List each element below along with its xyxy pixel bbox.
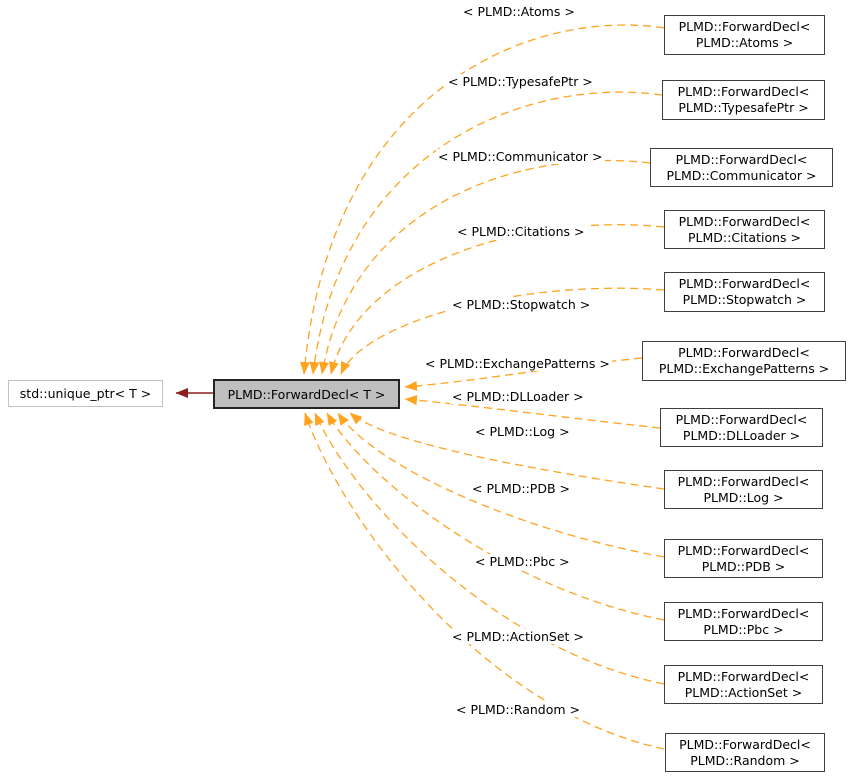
instance-label-line2: PLMD::Log > bbox=[703, 489, 784, 505]
instance-label-line2: PLMD::DLLoader > bbox=[682, 427, 801, 443]
template-instantiation-edge-typesafeptr bbox=[309, 91, 663, 375]
node-forwarddecl-random[interactable]: PLMD::ForwardDecl< PLMD::Random > bbox=[665, 733, 825, 772]
instance-label-line1: PLMD::ForwardDecl< bbox=[677, 473, 810, 489]
edge-template-args-label: < PLMD::TypesafePtr > bbox=[446, 74, 595, 89]
node-forwarddecl-stopwatch[interactable]: PLMD::ForwardDecl< PLMD::Stopwatch > bbox=[664, 272, 825, 312]
instance-label-line1: PLMD::ForwardDecl< bbox=[675, 151, 808, 167]
instance-label-line2: PLMD::Atoms > bbox=[695, 35, 794, 50]
template-instantiation-edge-citations bbox=[328, 224, 665, 375]
edge-template-args-label: < PLMD::Pbc > bbox=[473, 554, 572, 569]
edge-template-args-label: < PLMD::Log > bbox=[473, 424, 572, 439]
instance-label-line2: PLMD::Stopwatch > bbox=[682, 292, 807, 307]
template-instantiation-edge-dlloader bbox=[404, 395, 661, 429]
instance-label-line1: PLMD::ForwardDecl< bbox=[675, 411, 808, 427]
instance-label-line2: PLMD::ExchangePatterns > bbox=[658, 361, 830, 376]
instance-label-line2: PLMD::TypesafePtr > bbox=[678, 100, 809, 115]
node-forwarddecl-communicator[interactable]: PLMD::ForwardDecl< PLMD::Communicator > bbox=[650, 148, 833, 187]
instance-label-line2: PLMD::Communicator > bbox=[666, 167, 817, 183]
instance-label-line2: PLMD::Pbc > bbox=[703, 621, 784, 637]
template-instantiation-edge-random bbox=[304, 412, 665, 750]
edge-template-args-label: < PLMD::Citations > bbox=[455, 224, 587, 239]
edge-template-args-label: < PLMD::Stopwatch > bbox=[450, 297, 593, 312]
instance-label-line2: PLMD::PDB > bbox=[701, 558, 786, 574]
instance-label-line2: PLMD::Random > bbox=[690, 752, 800, 768]
node-forwarddecl-typesafeptr[interactable]: PLMD::ForwardDecl< PLMD::TypesafePtr > bbox=[662, 80, 825, 120]
node-forwarddecl-actionset[interactable]: PLMD::ForwardDecl< PLMD::ActionSet > bbox=[664, 665, 823, 704]
instance-label-line2: PLMD::Citations > bbox=[687, 229, 801, 245]
instance-label-line2: PLMD::ActionSet > bbox=[684, 684, 803, 700]
edge-template-args-label: < PLMD::Communicator > bbox=[436, 149, 605, 164]
instance-label-line1: PLMD::ForwardDecl< bbox=[678, 276, 811, 291]
instance-label-line1: PLMD::ForwardDecl< bbox=[677, 605, 810, 621]
node-std-unique-ptr[interactable]: std::unique_ptr< T > bbox=[8, 380, 163, 407]
edge-template-args-label: < PLMD::Atoms > bbox=[461, 4, 577, 19]
node-forwarddecl-dlloader[interactable]: PLMD::ForwardDecl< PLMD::DLLoader > bbox=[660, 408, 823, 447]
node-forwarddecl-citations[interactable]: PLMD::ForwardDecl< PLMD::Citations > bbox=[664, 210, 825, 249]
node-plmd-forwarddecl-template[interactable]: PLMD::ForwardDecl< T > bbox=[213, 379, 400, 409]
edge-template-args-label: < PLMD::ExchangePatterns > bbox=[423, 356, 612, 371]
template-instantiation-edge-actionset bbox=[314, 412, 665, 685]
template-instantiation-edge-pbc bbox=[326, 412, 665, 621]
node-forwarddecl-pbc[interactable]: PLMD::ForwardDecl< PLMD::Pbc > bbox=[664, 602, 823, 641]
edge-template-args-label: < PLMD::ActionSet > bbox=[450, 629, 586, 644]
template-instantiation-edge-log bbox=[349, 412, 665, 490]
edge-template-args-label: < PLMD::PDB > bbox=[470, 481, 572, 496]
instance-label-line1: PLMD::ForwardDecl< bbox=[679, 736, 811, 752]
instance-label-line1: PLMD::ForwardDecl< bbox=[677, 668, 810, 684]
node-forwarddecl-atoms[interactable]: PLMD::ForwardDecl< PLMD::Atoms > bbox=[664, 15, 825, 55]
template-instantiation-edge-stopwatch bbox=[340, 287, 665, 375]
instance-label-line1: PLMD::ForwardDecl< bbox=[678, 19, 811, 34]
instance-label-line1: PLMD::ForwardDecl< bbox=[677, 84, 810, 99]
template-instantiation-edge-atoms bbox=[300, 24, 665, 375]
edge-template-args-label: < PLMD::DLLoader > bbox=[450, 389, 586, 404]
instance-label-line1: PLMD::ForwardDecl< bbox=[678, 213, 811, 229]
template-instantiation-edge-pdb bbox=[337, 412, 665, 558]
instance-label-line1: PLMD::ForwardDecl< bbox=[678, 345, 810, 360]
node-forwarddecl-pdb[interactable]: PLMD::ForwardDecl< PLMD::PDB > bbox=[664, 539, 823, 578]
instance-label-line1: PLMD::ForwardDecl< bbox=[677, 542, 810, 558]
node-forwarddecl-log[interactable]: PLMD::ForwardDecl< PLMD::Log > bbox=[664, 470, 823, 509]
node-forwarddecl-exchangepatterns[interactable]: PLMD::ForwardDecl< PLMD::ExchangePattern… bbox=[642, 341, 846, 381]
edge-template-args-label: < PLMD::Random > bbox=[454, 702, 582, 717]
